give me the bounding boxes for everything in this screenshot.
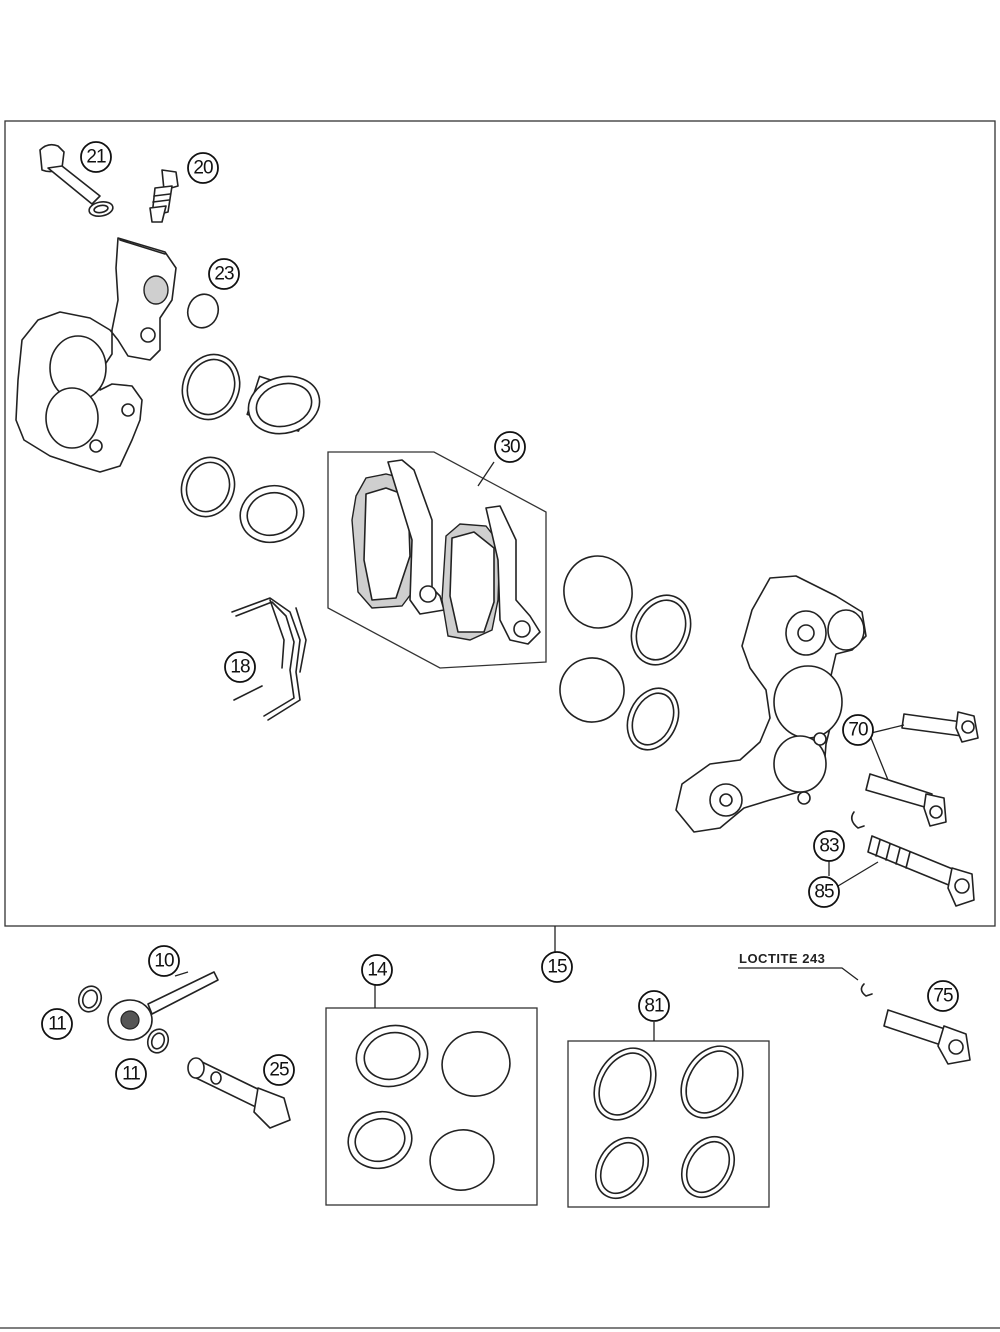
- callout-30: 30: [494, 431, 526, 463]
- callout-23-label: 23: [214, 264, 234, 285]
- leader-lines: [174, 461, 905, 1041]
- left-seal-rings: [180, 353, 241, 518]
- callout-23: 23: [208, 258, 240, 290]
- piston-set-part: [325, 1007, 538, 1206]
- seal-set-part: [567, 1040, 770, 1208]
- callout-70: 70: [842, 714, 874, 746]
- pad-spring-part: [231, 597, 307, 721]
- loctite-note: LOCTITE 243: [739, 951, 825, 966]
- callout-11-upper-label: 11: [48, 1014, 66, 1035]
- left-caliper-housing: [15, 237, 177, 473]
- right-caliper-housing: [675, 575, 867, 833]
- callout-30-label: 30: [500, 437, 520, 458]
- assembly-frame: [4, 120, 996, 927]
- callout-15: 15: [541, 951, 573, 983]
- callout-81-label: 81: [644, 996, 664, 1017]
- caliper-bolts-part: [850, 711, 979, 829]
- callout-83-label: 83: [819, 836, 839, 857]
- callout-25-label: 25: [269, 1060, 289, 1081]
- callout-18-label: 18: [230, 657, 250, 678]
- callout-85-label: 85: [814, 882, 834, 903]
- brake-pads-part: [327, 451, 547, 669]
- callout-10: 10: [148, 945, 180, 977]
- callout-10-label: 10: [154, 951, 174, 972]
- bleeder-cap-part: [39, 143, 114, 218]
- callout-21-label: 21: [86, 147, 106, 168]
- right-seal-rings: [626, 594, 692, 751]
- callout-85: 85: [808, 876, 840, 908]
- callout-14-label: 14: [367, 960, 388, 981]
- callout-11-lower: 11: [115, 1058, 147, 1090]
- callout-20-label: 20: [193, 158, 213, 179]
- bleeder-screw-part: [149, 169, 179, 223]
- callout-11-upper: 11: [41, 1008, 73, 1040]
- callout-15-label: 15: [547, 957, 567, 978]
- small-o-ring-part: [186, 293, 220, 329]
- callout-75-label: 75: [933, 986, 953, 1007]
- long-bolt-part: [867, 835, 975, 907]
- callout-83: 83: [813, 830, 845, 862]
- callout-70-label: 70: [848, 720, 868, 741]
- mounting-bolt-part: [860, 983, 971, 1065]
- callout-14: 14: [361, 954, 393, 986]
- callout-81: 81: [638, 990, 670, 1022]
- callout-11-lower-label: 11: [122, 1064, 140, 1085]
- callout-25: 25: [263, 1054, 295, 1086]
- right-pistons: [559, 555, 633, 723]
- callout-21: 21: [80, 141, 112, 173]
- callout-20: 20: [187, 152, 219, 184]
- banjo-bolt-part: [187, 1057, 291, 1129]
- left-pistons: [239, 375, 321, 544]
- callout-18: 18: [224, 651, 256, 683]
- banjo-fitting-part: [77, 971, 219, 1054]
- callout-75: 75: [927, 980, 959, 1012]
